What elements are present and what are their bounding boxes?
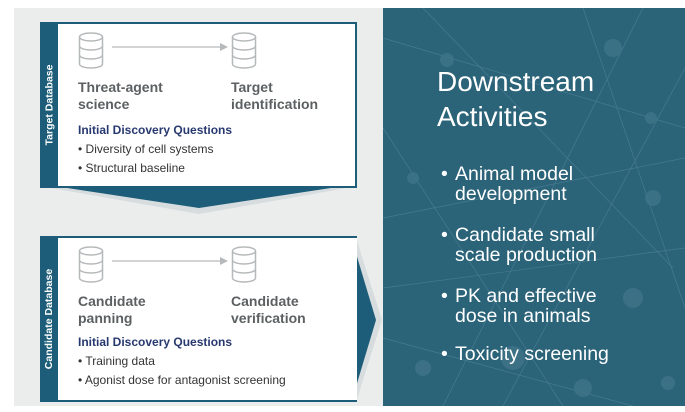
- activity-line: development: [455, 183, 567, 205]
- activity-item: • Candidate small scale production: [441, 224, 683, 266]
- database-icon: [78, 32, 104, 69]
- question-item: • Training data: [78, 354, 155, 368]
- network-texture: [383, 8, 685, 406]
- bullet-icon: •: [441, 343, 448, 365]
- activity-item: • Animal model development: [441, 163, 683, 205]
- question-item: • Agonist dose for antagonist screening: [78, 373, 286, 387]
- questions-title: Initial Discovery Questions: [78, 123, 233, 137]
- downstream-title-line1: Downstream: [437, 66, 595, 97]
- node-candidate-verification: Candidate verification: [231, 293, 306, 326]
- downstream-title: Downstream Activities: [437, 64, 594, 134]
- database-icon: [231, 246, 257, 283]
- activity-line: dose in animals: [455, 305, 591, 327]
- activity-line: PK and effective: [455, 285, 597, 307]
- candidate-database-label: Candidate Database: [40, 236, 58, 402]
- activity-item: • Toxicity screening: [441, 343, 683, 365]
- target-database-label-text: Target Database: [43, 64, 56, 146]
- downstream-title-line2: Activities: [437, 101, 548, 132]
- database-icon: [231, 32, 257, 69]
- node-candidate-panning: Candidate panning: [78, 293, 146, 326]
- right-arrow-icon: [112, 257, 228, 265]
- activity-line: Toxicity screening: [455, 343, 609, 365]
- bullet-icon: •: [441, 163, 448, 185]
- activity-line: scale production: [455, 244, 598, 266]
- down-chevron-arrow: [40, 186, 358, 214]
- question-item: • Diversity of cell systems: [78, 142, 214, 156]
- bullet-icon: •: [441, 224, 448, 246]
- bullet-icon: •: [441, 285, 448, 307]
- questions-title: Initial Discovery Questions: [78, 335, 233, 349]
- target-database-label: Target Database: [40, 22, 58, 188]
- activity-line: Animal model: [455, 163, 574, 185]
- right-arrow-icon: [112, 43, 228, 51]
- candidate-database-label-text: Candidate Database: [43, 268, 55, 370]
- question-item: • Structural baseline: [78, 161, 185, 175]
- downstream-activities-panel: [383, 8, 685, 406]
- activity-item: • PK and effective dose in animals: [441, 285, 683, 327]
- database-icon: [78, 246, 104, 283]
- activity-line: Candidate small: [455, 224, 595, 246]
- node-threat-agent-science: Threat-agent science: [78, 79, 163, 112]
- node-target-identification: Target identification: [231, 79, 319, 112]
